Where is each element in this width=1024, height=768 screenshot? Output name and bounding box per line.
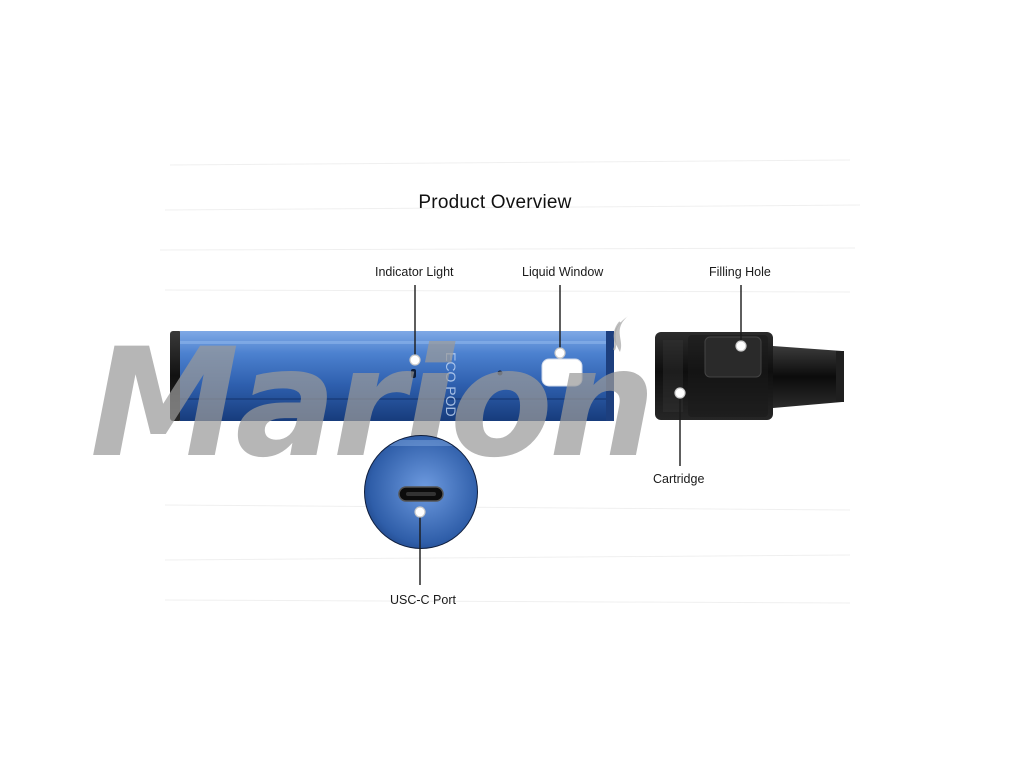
bottom-cap <box>170 331 182 421</box>
background-texture <box>159 159 861 604</box>
leader-lines <box>414 285 742 585</box>
brand-print: ECO POD <box>443 352 459 417</box>
usb-zoom <box>364 435 478 549</box>
diagram-title: Product Overview <box>418 192 572 213</box>
liquid-window-label: Liquid Window <box>522 265 604 279</box>
indicator-light-label: Indicator Light <box>375 265 454 279</box>
battery-tube <box>180 331 608 421</box>
air-hole <box>497 370 503 376</box>
cartridge-assembly <box>655 332 844 420</box>
filling-hole-plug <box>704 336 762 378</box>
cartridge-label: Cartridge <box>653 472 705 486</box>
indicator-light-marker <box>409 354 421 366</box>
pen-body: ECO POD <box>170 331 614 421</box>
watermark: Marion <box>90 316 656 491</box>
indicator-slot <box>411 369 416 378</box>
liquid-window-marker <box>554 347 566 359</box>
filling-hole-label: Filling Hole <box>709 265 771 279</box>
filling-hole-marker <box>735 340 747 352</box>
cartridge-marker <box>674 387 686 399</box>
flame-logo <box>613 316 628 352</box>
callout-markers <box>409 340 747 518</box>
liquid-window-shape <box>541 358 583 387</box>
usb-c-port-label: USC-C Port <box>390 593 456 607</box>
usb-port-marker <box>414 506 426 518</box>
drip-tip <box>773 346 842 408</box>
